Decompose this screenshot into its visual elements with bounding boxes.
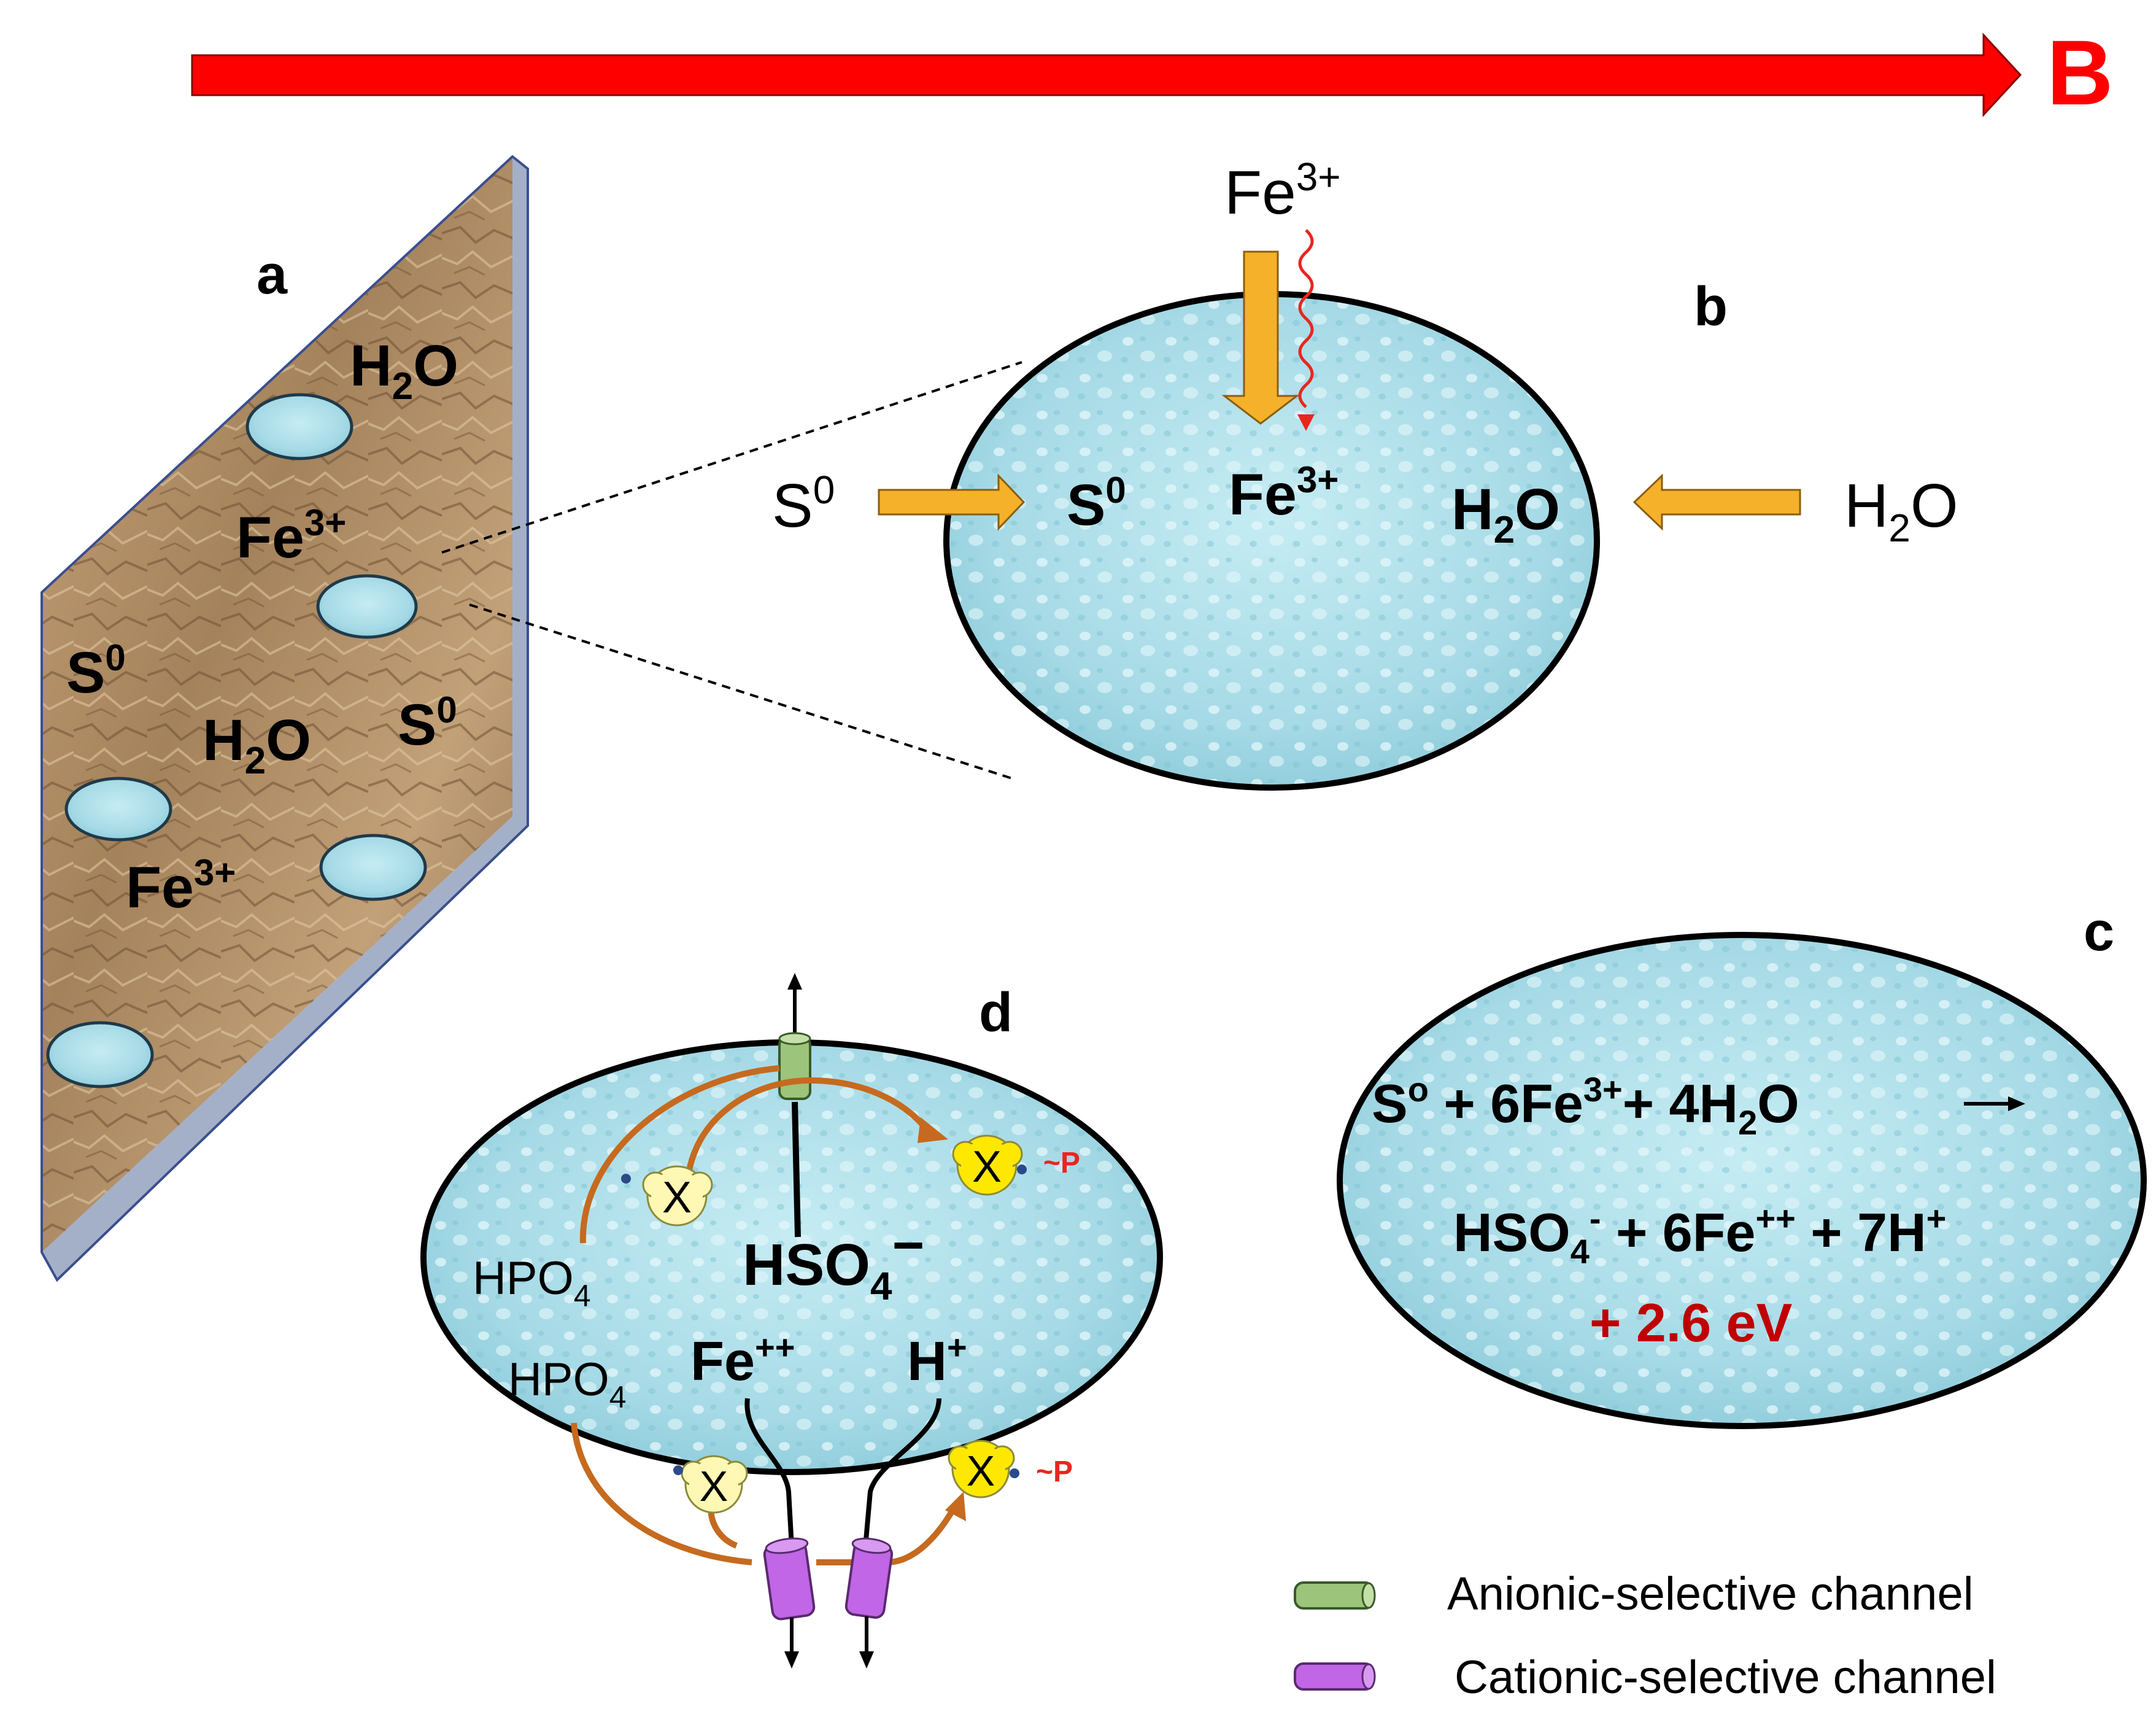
legend: Anionic-selective channel Cationic-selec… [1294, 1568, 1996, 1704]
enzyme-x-phosphorylated: X [948, 1440, 1019, 1498]
direction-arrow [191, 33, 2022, 117]
zoom-lines [441, 361, 1022, 781]
legend-item-anionic: Anionic-selective channel [1294, 1568, 1974, 1620]
svg-text:X: X [972, 1142, 1002, 1192]
label-hpo4-bottom: HPO4 [508, 1354, 627, 1414]
enzyme-x-phosphorylated: X [952, 1134, 1027, 1196]
label-fe-external: Fe3+ [1224, 155, 1341, 227]
label-fe-top: Fe3+ [236, 502, 346, 570]
svg-text:X: X [967, 1447, 995, 1495]
pore [64, 777, 172, 842]
pore-c [1337, 932, 2147, 1429]
enzyme-x-inactive: X [673, 1455, 748, 1514]
reaction-line-2: HSO4- + 6Fe++ + 7H+ [1453, 1199, 1946, 1271]
label-s0-inside: S0 [1067, 470, 1126, 538]
panel-d-letter: d [979, 982, 1013, 1044]
legend-item-cationic: Cationic-selective channel [1294, 1651, 1996, 1704]
label-fe-bottom: Fe3+ [126, 852, 236, 920]
pore [316, 574, 418, 639]
panel-b-letter: b [1694, 276, 1728, 338]
flux-arrow-down [1221, 250, 1300, 425]
reaction-energy: + 2.6 eV [1590, 1292, 1793, 1353]
svg-text:Cationic-selective channel: Cationic-selective channel [1455, 1651, 1996, 1704]
phosphate-label-bottom: ~P [1036, 1456, 1073, 1488]
pore [46, 1021, 154, 1088]
flux-arrow-right [878, 473, 1026, 531]
cation-channel [763, 1537, 816, 1669]
svg-text:X: X [662, 1173, 692, 1222]
label-s0-external: S0 [772, 468, 835, 540]
label-fe-plusplus: Fe++ [690, 1328, 795, 1392]
label-h-plus: H+ [907, 1328, 967, 1392]
pore-ellipses [46, 393, 427, 1088]
mineral-slab [41, 155, 529, 1282]
pore [245, 393, 354, 460]
label-h2o-external: H2O [1844, 471, 1958, 550]
cation-channel [844, 1537, 894, 1669]
label-s0-right: S0 [398, 689, 457, 758]
enzyme-x-inactive: X [621, 1165, 713, 1227]
phosphate-label-top: ~P [1043, 1147, 1080, 1179]
svg-text:X: X [700, 1462, 728, 1510]
reaction-line-1: So + 6Fe3++ 4H2O [1372, 1070, 1799, 1142]
label-s0-left: S0 [66, 637, 126, 705]
direction-label: B [2047, 21, 2113, 124]
panel-a-letter: a [257, 244, 288, 306]
pore-b [943, 291, 1600, 791]
panel-c-letter: c [2084, 901, 2114, 963]
label-h2o-inside: H2O [1451, 477, 1560, 551]
pathway-top [579, 1065, 948, 1244]
label-hso4: HSO4− [743, 1215, 924, 1308]
label-fe-inside: Fe3+ [1229, 459, 1339, 527]
label-h2o-top: H2O [350, 333, 458, 408]
flux-arrow-left [1632, 473, 1801, 531]
svg-text:Anionic-selective channel: Anionic-selective channel [1447, 1568, 1974, 1620]
label-h2o-mid: H2O [203, 708, 311, 782]
label-hpo4-top: HPO4 [473, 1252, 591, 1313]
reaction-arrow [1964, 1096, 2025, 1111]
pore [319, 834, 427, 901]
photon-arrow [1297, 229, 1315, 431]
cation-paths [744, 1398, 941, 1548]
